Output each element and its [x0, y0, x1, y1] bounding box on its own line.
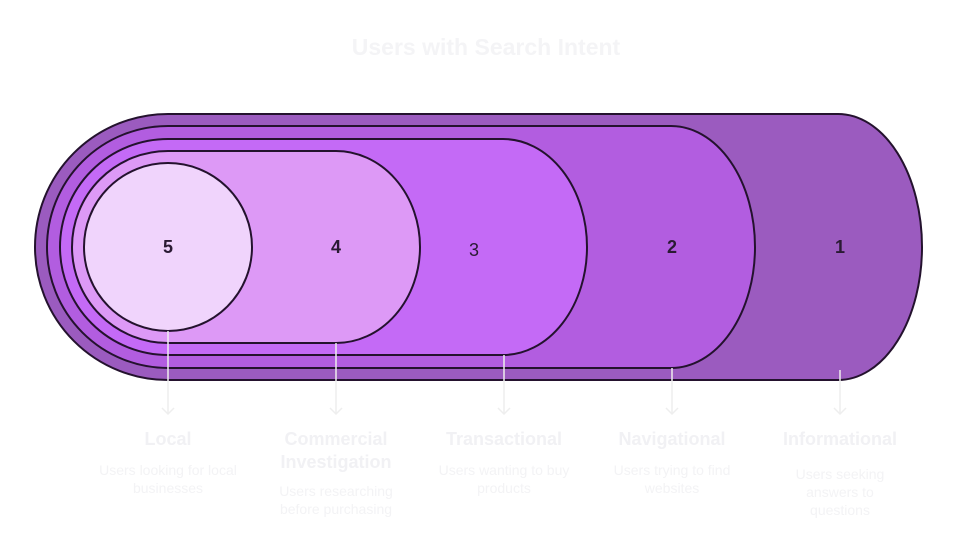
layer-5-description: Users looking for local businesses [99, 462, 237, 496]
layer-2-description: Users trying to find websites [613, 462, 731, 496]
layer-2-number: 2 [667, 237, 677, 257]
layer-3-label: Transactional [445, 429, 563, 449]
layer-4-label: Commercial Investigation [280, 429, 392, 472]
layer-5-number: 5 [163, 237, 173, 257]
arrow-icon [329, 407, 343, 416]
layer-1-label: Informational [782, 429, 897, 449]
layer-4-number: 4 [331, 237, 341, 257]
layer-3-number: 3 [469, 240, 479, 260]
layer-4-caption: Commercial Investigation Users researchi… [261, 428, 411, 518]
arrow-icon [161, 407, 175, 416]
layer-5-label: Local [144, 429, 192, 449]
layer-1-description: Users seeking answers to questions [795, 466, 885, 518]
arrow-icon [833, 407, 847, 416]
layer-4-description: Users researching before purchasing [279, 483, 393, 517]
arrow-icon [497, 407, 511, 416]
layer-1-caption: Informational Users seeking answers to q… [777, 428, 903, 519]
layer-2-label: Navigational [618, 429, 726, 449]
layer-3-caption: Transactional Users wanting to buy produ… [429, 428, 579, 497]
diagram-title: Users with Search Intent [351, 34, 621, 60]
layer-5-caption: Local Users looking for local businesses [93, 428, 243, 497]
layer-2-caption: Navigational Users trying to find websit… [597, 428, 747, 497]
arrow-icon [665, 407, 679, 416]
layer-3-description: Users wanting to buy products [438, 462, 570, 496]
layer-1-number: 1 [835, 237, 845, 257]
